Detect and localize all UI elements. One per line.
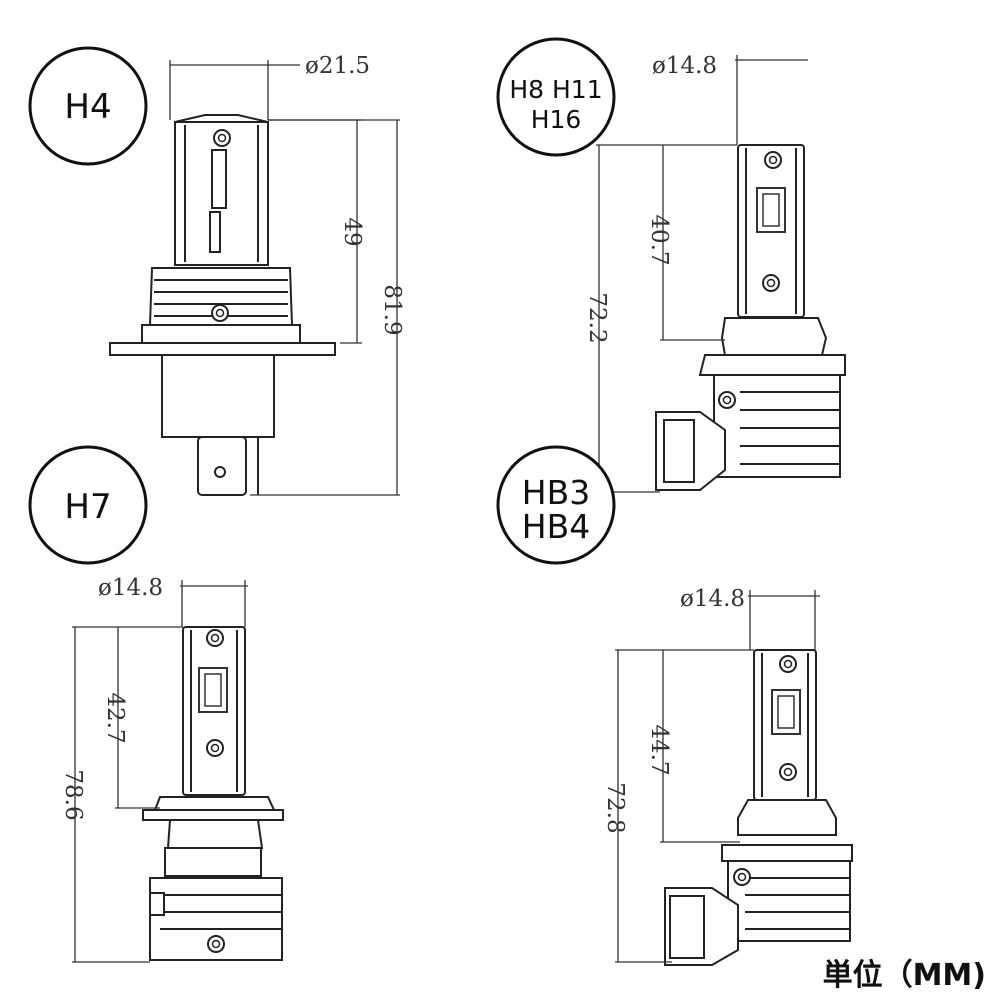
hb-diameter: ø14.8 [680, 586, 745, 612]
h8-height-short: 40.7 [646, 214, 672, 265]
h7-diameter: ø14.8 [98, 575, 163, 601]
h8-diameter: ø14.8 [652, 53, 717, 79]
h8-dimensions [596, 55, 808, 493]
h4-label: H4 [64, 87, 111, 127]
hb-dimensions [615, 590, 820, 963]
hb-label-circle: HB3 HB4 [496, 445, 616, 565]
h7-bulb [142, 626, 284, 961]
h7-height-short: 42.7 [102, 692, 128, 743]
h7-label: H7 [64, 487, 111, 527]
h7-height-total: 78.6 [60, 769, 86, 820]
hb-height-total: 72.8 [602, 782, 628, 833]
h8-height-total: 72.2 [584, 292, 610, 343]
h4-bulb [109, 114, 336, 496]
h4-diameter: ø21.5 [305, 53, 370, 79]
h4-height-total: 81.9 [379, 284, 405, 335]
h4-label-circle: H4 [28, 46, 148, 166]
h4-dimensions [169, 60, 400, 496]
h8-label-line1: H8 H11 [509, 75, 602, 104]
hb-label-line1: HB3 [522, 473, 590, 512]
hb-label-line2: HB4 [522, 507, 590, 546]
hb-height-short: 44.7 [646, 724, 672, 775]
h8-label-circle: H8 H11 H16 [496, 37, 616, 157]
h7-dimensions [72, 580, 248, 963]
unit-label: 単位（MM) [822, 958, 986, 993]
h4-height-short: 49 [339, 217, 365, 246]
h7-label-circle: H7 [28, 445, 148, 565]
hb-bulb [664, 649, 853, 966]
h8-label-line2: H16 [531, 105, 582, 134]
h8-bulb [655, 144, 846, 491]
